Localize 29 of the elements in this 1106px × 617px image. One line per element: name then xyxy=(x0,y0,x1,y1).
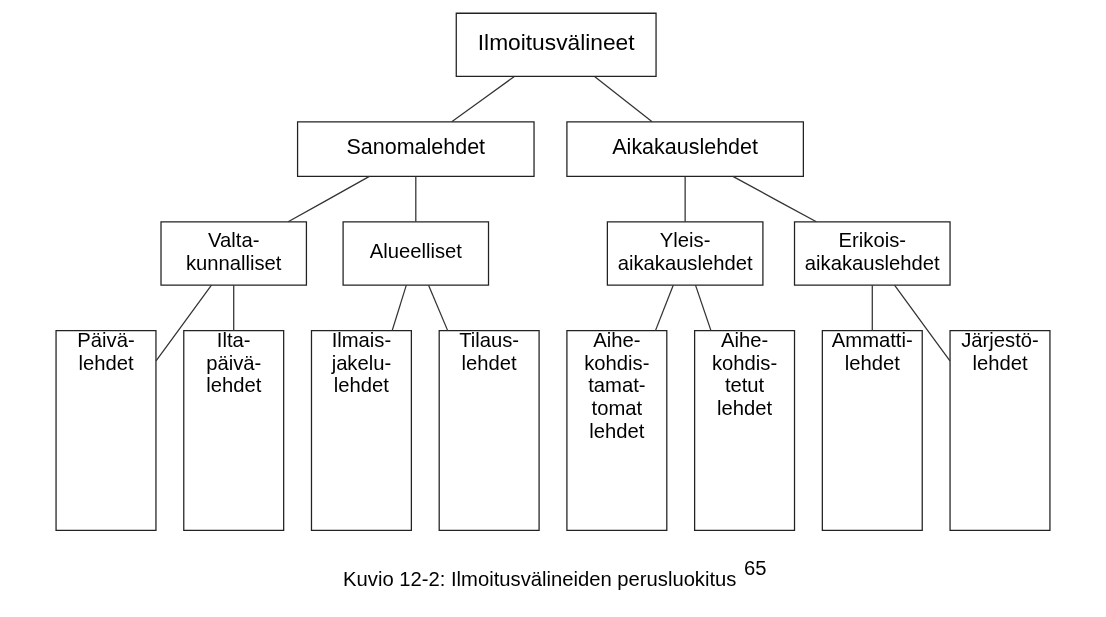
connector xyxy=(684,176,686,223)
node-box: Ilmais- jakelu- lehdet xyxy=(310,330,412,532)
connector xyxy=(732,175,817,223)
node-box: Yleis- aikakauslehdet xyxy=(606,221,764,286)
node-box: Aihe- kohdis- tamat- tomat lehdet xyxy=(566,330,668,532)
node-box: Päivä- lehdet xyxy=(55,330,157,532)
node-box: Tilaus- lehdet xyxy=(438,330,540,532)
connector xyxy=(451,76,515,123)
node-box: Aikakauslehdet xyxy=(566,121,804,177)
connector xyxy=(287,175,370,223)
connector xyxy=(694,284,712,332)
node-box: Sanomalehdet xyxy=(296,121,535,177)
connector xyxy=(871,284,873,332)
node-box: Ammatti- lehdet xyxy=(821,330,923,532)
connector xyxy=(893,284,951,362)
node-box: Järjestö- lehdet xyxy=(949,330,1051,532)
connector xyxy=(233,284,235,332)
connector xyxy=(415,176,417,223)
connector xyxy=(155,284,213,362)
connector xyxy=(391,284,407,332)
connector xyxy=(594,76,653,123)
node-box: Ilta- päivä- lehdet xyxy=(183,330,285,532)
node-box: Valta- kunnalliset xyxy=(160,221,308,286)
connector xyxy=(654,284,674,332)
node-box: Aihe- kohdis- tetut lehdet xyxy=(694,330,796,532)
connector xyxy=(427,284,449,332)
node-box: Erikois- aikakauslehdet xyxy=(793,221,951,286)
node-box: Alueelliset xyxy=(342,221,490,286)
node-box: Ilmoitusvälineet xyxy=(455,12,657,78)
